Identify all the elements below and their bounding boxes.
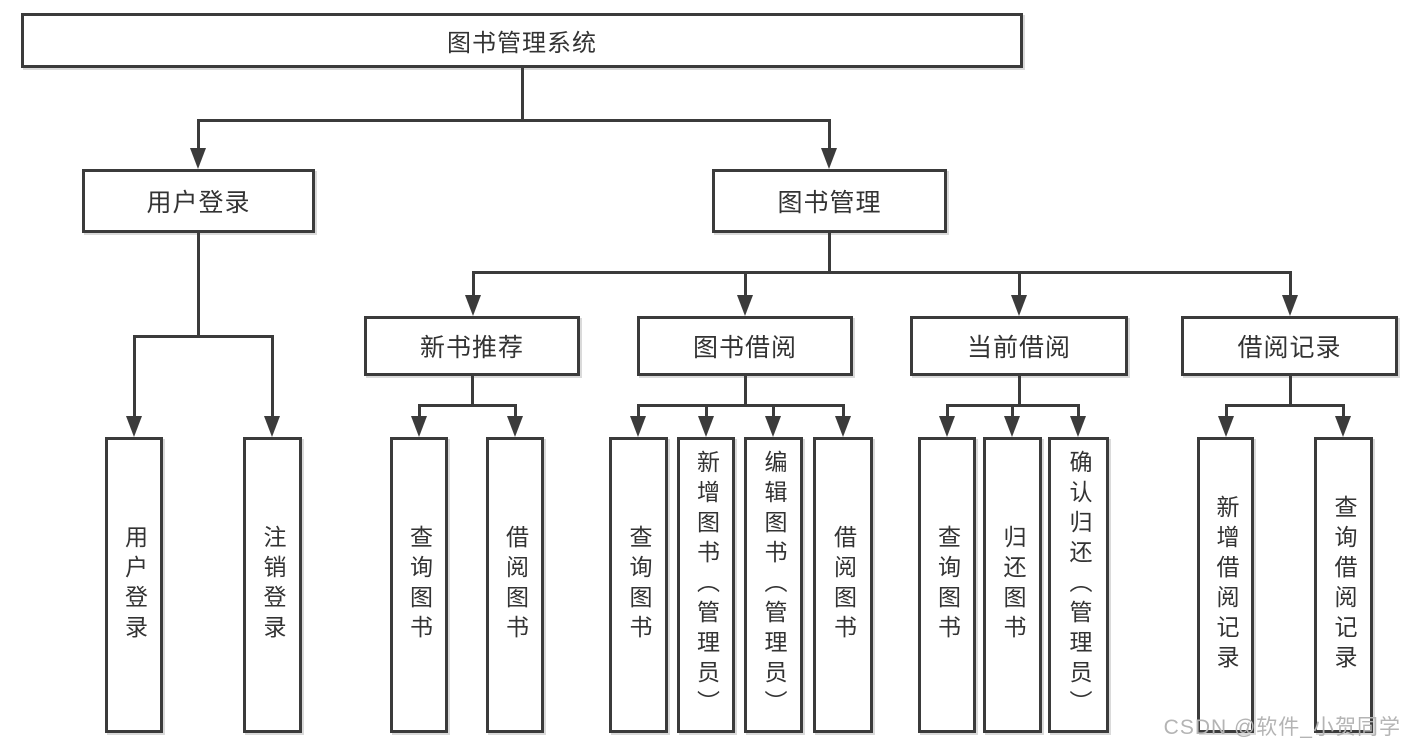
node-label: 新书推荐 [419, 334, 524, 362]
leaf-add-books-admin: 新增图书（管理员） [677, 437, 735, 733]
arrow-to-new-book [465, 295, 481, 316]
node-borrowing-records: 借阅记录 [1181, 316, 1398, 376]
connector-borrow-record-branch [1225, 404, 1345, 407]
connector-book-borrow-stem [744, 376, 747, 407]
connector-drop [637, 404, 640, 418]
leaf-borrow-books-newbook: 借阅图书 [486, 437, 544, 733]
connector-book-management-branch [472, 271, 1292, 274]
node-user-login: 用户登录 [82, 169, 315, 233]
leaf-label: 用户登录 [121, 525, 148, 645]
node-label: 当前借阅 [966, 334, 1071, 362]
csdn-watermark: CSDN @软件_小贺同学 [1163, 716, 1401, 739]
arrow-to-leaf [630, 416, 646, 437]
connector-borrow-record-stem [1289, 376, 1292, 407]
connector-drop [1077, 404, 1080, 418]
connector-user-login-stem [197, 233, 200, 338]
connector-drop-current-borrow [1018, 271, 1021, 297]
arrow-to-leaf [1070, 416, 1086, 437]
node-library-management-system: 图书管理系统 [21, 13, 1023, 68]
connector-drop-new-book [472, 271, 475, 297]
connector-book-borrow-branch [637, 404, 845, 407]
arrow-to-borrow-record [1282, 295, 1298, 316]
leaf-query-books-newbook: 查询图书 [390, 437, 448, 733]
arrow-to-leaf [939, 416, 955, 437]
connector-drop [418, 404, 421, 418]
leaf-label: 新增图书（管理员） [693, 450, 720, 720]
connector-new-book-stem [471, 376, 474, 407]
leaf-user-login: 用户登录 [105, 437, 163, 733]
node-label: 借阅记录 [1237, 334, 1342, 362]
connector-drop-book-borrow [744, 271, 747, 297]
leaf-label: 归还图书 [1000, 525, 1026, 645]
arrow-to-leaf [765, 416, 781, 437]
leaf-label: 注销登录 [260, 525, 286, 645]
leaf-label: 查询图书 [934, 525, 961, 645]
connector-drop [1011, 404, 1014, 418]
leaf-label: 新增借阅记录 [1213, 495, 1239, 675]
node-label: 图书管理系统 [447, 30, 597, 57]
leaf-logout-login: 注销登录 [243, 437, 302, 733]
arrow-to-leaf [1218, 416, 1234, 437]
arrow-to-leaf [507, 416, 523, 437]
leaf-label: 借阅图书 [502, 525, 529, 645]
connector-book-management-stem [828, 233, 831, 274]
leaf-query-books-borrowing: 查询图书 [609, 437, 668, 733]
connector-drop-borrow-record [1289, 271, 1292, 297]
connector-root-branch [197, 119, 831, 122]
leaf-label: 编辑图书（管理员） [761, 450, 787, 720]
node-label: 用户登录 [146, 189, 251, 217]
connector-drop [772, 404, 775, 418]
arrow-to-leaf-user-login [126, 416, 142, 437]
node-book-management: 图书管理 [712, 169, 947, 233]
connector-root-stem [521, 68, 524, 121]
connector-drop [1225, 404, 1228, 418]
leaf-label: 查询图书 [406, 525, 433, 645]
node-current-borrowing: 当前借阅 [910, 316, 1128, 376]
node-new-book-recommendation: 新书推荐 [364, 316, 580, 376]
arrow-to-leaf [835, 416, 851, 437]
arrow-to-leaf [1335, 416, 1351, 437]
connector-new-book-branch [418, 404, 517, 407]
arrow-to-book-borrow [737, 295, 753, 316]
connector-drop-leaf-logout [271, 335, 274, 419]
connector-drop-leaf-user-login [133, 335, 136, 419]
leaf-add-borrow-record: 新增借阅记录 [1197, 437, 1254, 733]
node-label: 图书管理 [777, 189, 882, 217]
arrow-to-book-management [821, 148, 837, 169]
arrow-to-leaf [1004, 416, 1020, 437]
leaf-label: 查询图书 [626, 525, 652, 645]
connector-drop [946, 404, 949, 418]
connector-user-login-branch [133, 335, 274, 338]
connector-drop-book-management [828, 119, 831, 151]
leaf-return-books: 归还图书 [983, 437, 1042, 733]
leaf-label: 查询借阅记录 [1331, 495, 1357, 675]
leaf-query-books-current: 查询图书 [918, 437, 976, 733]
arrow-to-leaf [411, 416, 427, 437]
connector-drop [514, 404, 517, 418]
leaf-borrow-books-borrowing: 借阅图书 [813, 437, 873, 733]
connector-current-borrow-stem [1018, 376, 1021, 407]
leaf-label: 借阅图书 [830, 525, 857, 645]
arrow-to-user-login [190, 148, 206, 169]
arrow-to-current-borrow [1011, 295, 1027, 316]
connector-drop [1342, 404, 1345, 418]
node-book-borrowing: 图书借阅 [637, 316, 853, 376]
connector-drop-user-login [197, 119, 200, 151]
connector-drop [705, 404, 708, 418]
arrow-to-leaf [698, 416, 714, 437]
leaf-query-borrow-record: 查询借阅记录 [1314, 437, 1373, 733]
arrow-to-leaf-logout [264, 416, 280, 437]
leaf-edit-books-admin: 编辑图书（管理员） [744, 437, 803, 733]
leaf-confirm-return-admin: 确认归还（管理员） [1048, 437, 1109, 733]
connector-drop [842, 404, 845, 418]
leaf-label: 确认归还（管理员） [1066, 450, 1092, 720]
node-label: 图书借阅 [692, 334, 797, 362]
